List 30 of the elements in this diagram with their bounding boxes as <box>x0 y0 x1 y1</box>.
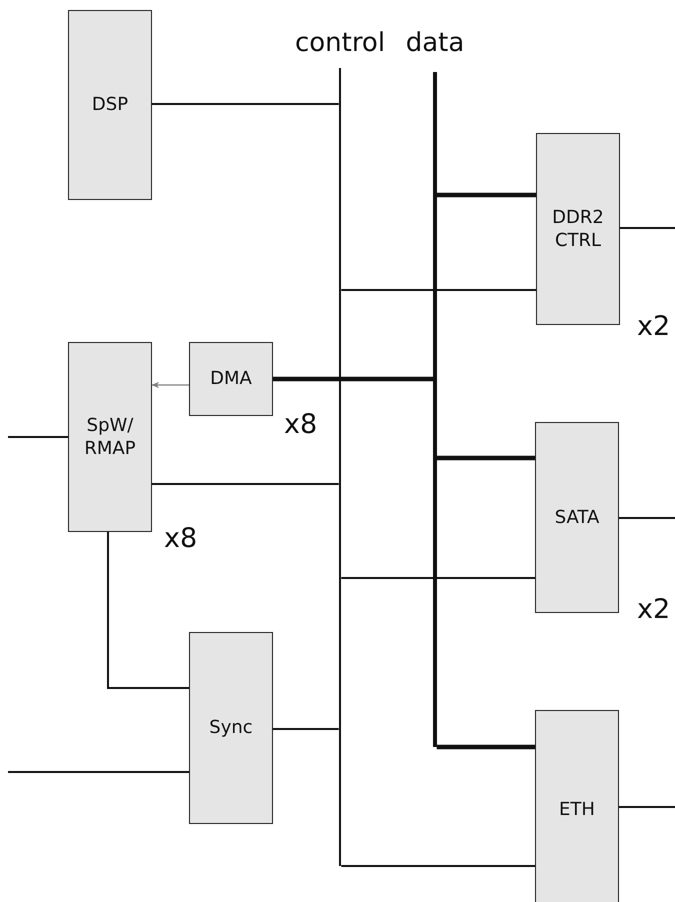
module-box: ETH <box>535 710 619 902</box>
connector-line <box>341 577 535 579</box>
module-box: Sync <box>189 632 273 824</box>
multiplicity-label: x2 <box>637 312 670 342</box>
connector-line <box>436 744 535 750</box>
connector-line <box>152 483 339 485</box>
bus-label: data <box>406 28 464 58</box>
multiplicity-label: x8 <box>164 524 198 554</box>
connector-line <box>341 865 535 867</box>
connector-line <box>620 227 675 229</box>
connector-line <box>273 376 434 382</box>
connector-line <box>8 771 189 773</box>
bus-label: control <box>294 28 386 58</box>
arrow <box>151 382 189 388</box>
connector-line <box>152 103 339 105</box>
connector-line <box>8 436 68 438</box>
multiplicity-label: x2 <box>637 595 670 625</box>
module-box: SpW/ RMAP <box>68 342 152 532</box>
connector-line <box>436 192 536 198</box>
module-box: DDR2 CTRL <box>536 133 620 325</box>
connector-line <box>107 532 189 689</box>
multiplicity-label: x8 <box>284 410 318 440</box>
module-box: DSP <box>68 10 152 200</box>
connector-line <box>273 728 339 730</box>
module-box: DMA <box>189 342 273 416</box>
module-box: SATA <box>535 422 619 613</box>
connector-line <box>619 806 675 808</box>
connector-line <box>619 517 675 519</box>
connector-line <box>341 289 536 291</box>
connector-line <box>436 456 535 460</box>
